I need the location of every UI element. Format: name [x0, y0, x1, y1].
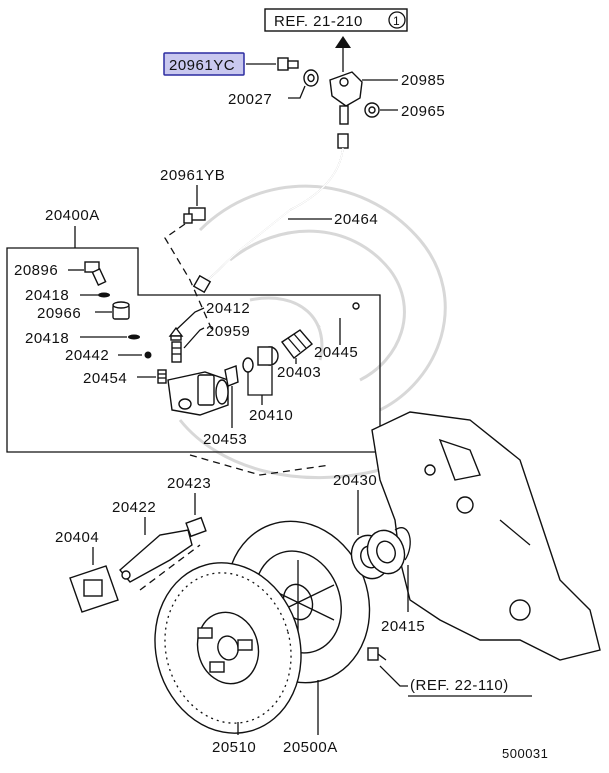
part-20418-label-a[interactable]: 20418 [25, 287, 69, 304]
pushrod-20445-icon [319, 302, 360, 328]
boot-20404-icon [69, 565, 119, 613]
part-20445-label[interactable]: 20445 [314, 344, 358, 361]
fitting-20985-icon [329, 71, 363, 125]
clip-20418a-icon [98, 292, 110, 298]
part-20959-label[interactable]: 20959 [206, 323, 250, 340]
part-20442-label[interactable]: 20442 [65, 347, 109, 364]
bleeder-screw-20959-icon [171, 341, 182, 363]
bearing-20430-icon [350, 529, 406, 580]
ref-top-label: REF. 21-210 [274, 13, 363, 30]
part-20403-label[interactable]: 20403 [277, 364, 321, 381]
part-20404-label[interactable]: 20404 [55, 529, 99, 546]
bolt-ref22-icon [367, 647, 387, 661]
part-20965-label[interactable]: 20965 [401, 103, 445, 120]
part-20454-label[interactable]: 20454 [83, 370, 127, 387]
clip-20415-icon [394, 527, 411, 561]
bolt-20961yc-icon [277, 57, 299, 71]
part-20464-label[interactable]: 20464 [334, 211, 378, 228]
part-20422-label[interactable]: 20422 [112, 499, 156, 516]
clip-20418b-icon [128, 334, 140, 340]
washer-20027-icon [303, 69, 319, 87]
figure-number: 500031 [502, 746, 548, 761]
part-20961yc-callout[interactable]: 20961YC [163, 52, 245, 76]
fork-20422-icon [119, 529, 193, 583]
boot-20403-icon [280, 329, 314, 359]
bleeder-20896-icon [84, 261, 107, 286]
assembly-20400a-outline [6, 247, 381, 453]
part-20423-label[interactable]: 20423 [167, 475, 211, 492]
cylinder-body-icon [167, 371, 229, 416]
screw-20454-icon [157, 369, 167, 384]
part-20430-label[interactable]: 20430 [333, 472, 377, 489]
spring-20453-icon [224, 365, 239, 387]
part-20410-label[interactable]: 20410 [249, 407, 293, 424]
seal-20410-icon [242, 346, 279, 373]
cap-20966-icon [112, 301, 130, 320]
part-20896-label[interactable]: 20896 [14, 262, 58, 279]
ref-top-box[interactable]: REF. 21-210 1 [264, 8, 408, 32]
part-20961yb-label[interactable]: 20961YB [160, 167, 225, 184]
ring-20442-icon [144, 351, 152, 359]
up-arrow-icon [335, 36, 351, 72]
part-20453-label[interactable]: 20453 [203, 431, 247, 448]
part-20400a-label[interactable]: 20400A [45, 207, 100, 224]
clutch-disc-20510-icon [154, 562, 302, 734]
washer-20965-icon [364, 102, 380, 118]
part-20966-label[interactable]: 20966 [37, 305, 81, 322]
part-20415-label[interactable]: 20415 [381, 618, 425, 635]
part-20412-label[interactable]: 20412 [206, 300, 250, 317]
tube-20464-icon [192, 133, 349, 294]
bleeder-cap-20412-icon [168, 326, 184, 341]
watermark-logo [178, 184, 447, 480]
part-20027-label[interactable]: 20027 [228, 91, 272, 108]
part-20961yc-label: 20961YC [169, 57, 235, 74]
part-20510-label[interactable]: 20510 [212, 739, 256, 756]
part-20500a-label[interactable]: 20500A [283, 739, 338, 756]
ref-bottom-label[interactable]: (REF. 22-110) [410, 677, 509, 694]
ref-top-circle-number: 1 [393, 14, 400, 28]
part-20418-label-b[interactable]: 20418 [25, 330, 69, 347]
bolt-20961yb-icon [183, 207, 206, 224]
part-20985-label[interactable]: 20985 [401, 72, 445, 89]
